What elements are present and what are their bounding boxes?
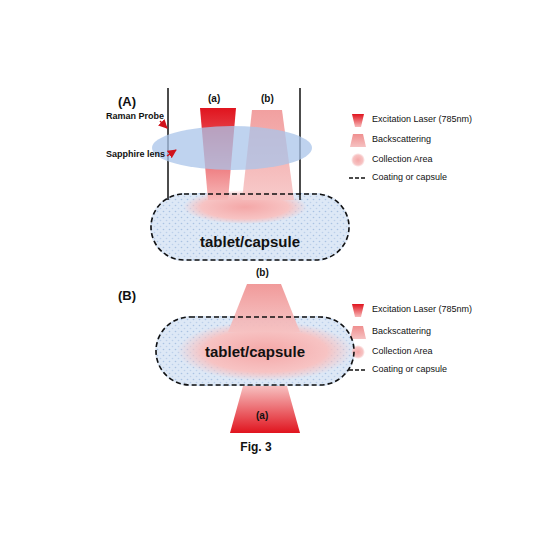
legend-swatch <box>350 134 366 147</box>
tablet-capsule: tablet/capsule <box>150 193 350 261</box>
panel-b <box>155 284 355 433</box>
legend-text: Backscattering <box>372 135 431 144</box>
legend-text: Coating or capsule <box>372 173 447 182</box>
laser-swatch <box>352 114 364 127</box>
legend-swatch <box>350 326 366 339</box>
legend-text: Excitation Laser (785nm) <box>372 115 472 124</box>
panel-label: (b) <box>261 94 274 104</box>
panel-label: (a) <box>256 411 268 421</box>
backscatter-swatch <box>350 134 366 147</box>
legend-swatch <box>349 370 367 371</box>
legend-swatch <box>352 114 364 127</box>
backscatter-swatch <box>350 326 366 339</box>
laser-swatch <box>352 304 364 317</box>
legend-text: Backscattering <box>372 327 431 336</box>
legend-swatch <box>349 178 367 179</box>
coating-swatch <box>349 177 367 179</box>
coating-swatch <box>349 369 367 371</box>
figure-caption: Fig. 3 <box>240 441 271 453</box>
coating-outline <box>150 193 350 261</box>
coating-outline <box>151 194 349 260</box>
coating-outline <box>156 317 354 385</box>
leader-arrow <box>167 150 176 156</box>
panel-label: (b) <box>256 268 269 278</box>
collection-swatch <box>351 153 365 167</box>
legend-text: Coating or capsule <box>372 365 447 374</box>
leader-arrow <box>160 121 167 128</box>
part-label: Raman Probe <box>106 112 164 121</box>
node-label: tablet/capsule <box>205 344 305 359</box>
panel-a <box>150 88 350 261</box>
panel-label: (a) <box>208 94 220 104</box>
part-label: Sapphire lens <box>106 150 165 159</box>
legend-text: Excitation Laser (785nm) <box>372 305 472 314</box>
node-label: tablet/capsule <box>200 234 300 249</box>
sapphire-lens <box>152 126 312 170</box>
legend-text: Collection Area <box>372 347 433 356</box>
panel-label: (B) <box>118 289 136 302</box>
tablet-capsule: tablet/capsule <box>155 316 355 386</box>
panel-label: (A) <box>118 95 136 108</box>
excitation-laser <box>230 386 300 433</box>
legend-swatch <box>352 304 364 317</box>
backscattering <box>228 284 300 332</box>
legend-text: Collection Area <box>372 155 433 164</box>
legend-swatch <box>351 153 365 167</box>
